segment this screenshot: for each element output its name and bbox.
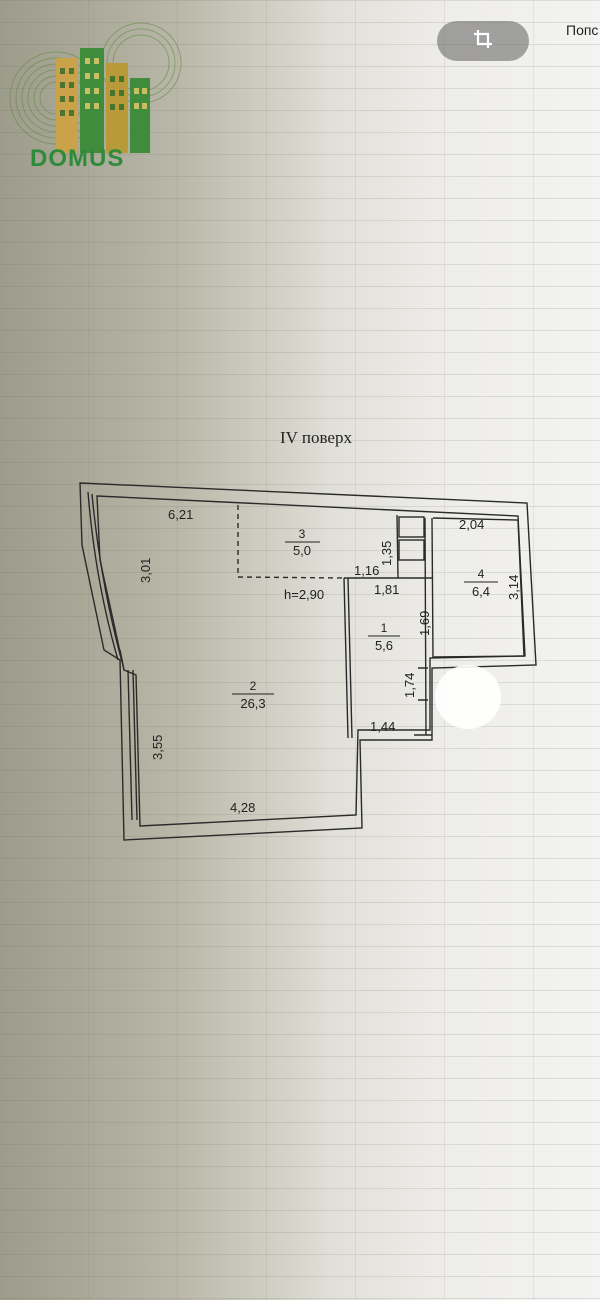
- crop-icon: [472, 28, 494, 55]
- room-number: 3: [299, 527, 306, 541]
- dim-bottom: 4,28: [230, 800, 255, 815]
- dim-room1-lower-side: 1,74: [402, 673, 417, 698]
- dim-room4-side: 3,14: [506, 575, 521, 600]
- dim-left-upper: 3,01: [138, 558, 153, 583]
- dim-top-left: 6,21: [168, 507, 193, 522]
- room-number: 4: [478, 567, 485, 581]
- ceiling-height: h=2,90: [284, 587, 324, 602]
- blur-smudge: [435, 665, 501, 729]
- dim-room1-side: 1,69: [417, 611, 432, 636]
- room-area: 5,0: [293, 543, 311, 558]
- room-number: 1: [381, 621, 388, 635]
- room-label-2: 2 26,3: [232, 679, 274, 711]
- logo-text: DOMUS: [30, 145, 125, 172]
- room-area: 5,6: [375, 638, 393, 653]
- room3-boundary: [237, 505, 345, 579]
- domus-logo: [6, 18, 186, 188]
- dim-room1-bottom: 1,44: [370, 719, 395, 734]
- room-label-3: 3 5,0: [285, 527, 320, 558]
- window-band: [87, 491, 119, 661]
- top-right-action[interactable]: Попс: [566, 22, 599, 38]
- crop-button[interactable]: [437, 21, 529, 61]
- dim-room1-top: 1,81: [374, 582, 399, 597]
- dim-left-lower: 3,55: [150, 735, 165, 760]
- room1-walls: [343, 514, 434, 739]
- room-area: 6,4: [472, 584, 490, 599]
- room-label-4: 4 6,4: [464, 567, 498, 599]
- room-area: 26,3: [240, 696, 265, 711]
- room-label-1: 1 5,6: [368, 621, 400, 653]
- dim-room4-top: 2,04: [459, 517, 484, 532]
- room-number: 2: [250, 679, 257, 693]
- floor-title: IV поверх: [280, 428, 352, 447]
- outer-wall: [79, 482, 537, 841]
- dim-room3-side: 1,35: [379, 541, 394, 566]
- dim-room3-bottom: 1,16: [354, 563, 379, 578]
